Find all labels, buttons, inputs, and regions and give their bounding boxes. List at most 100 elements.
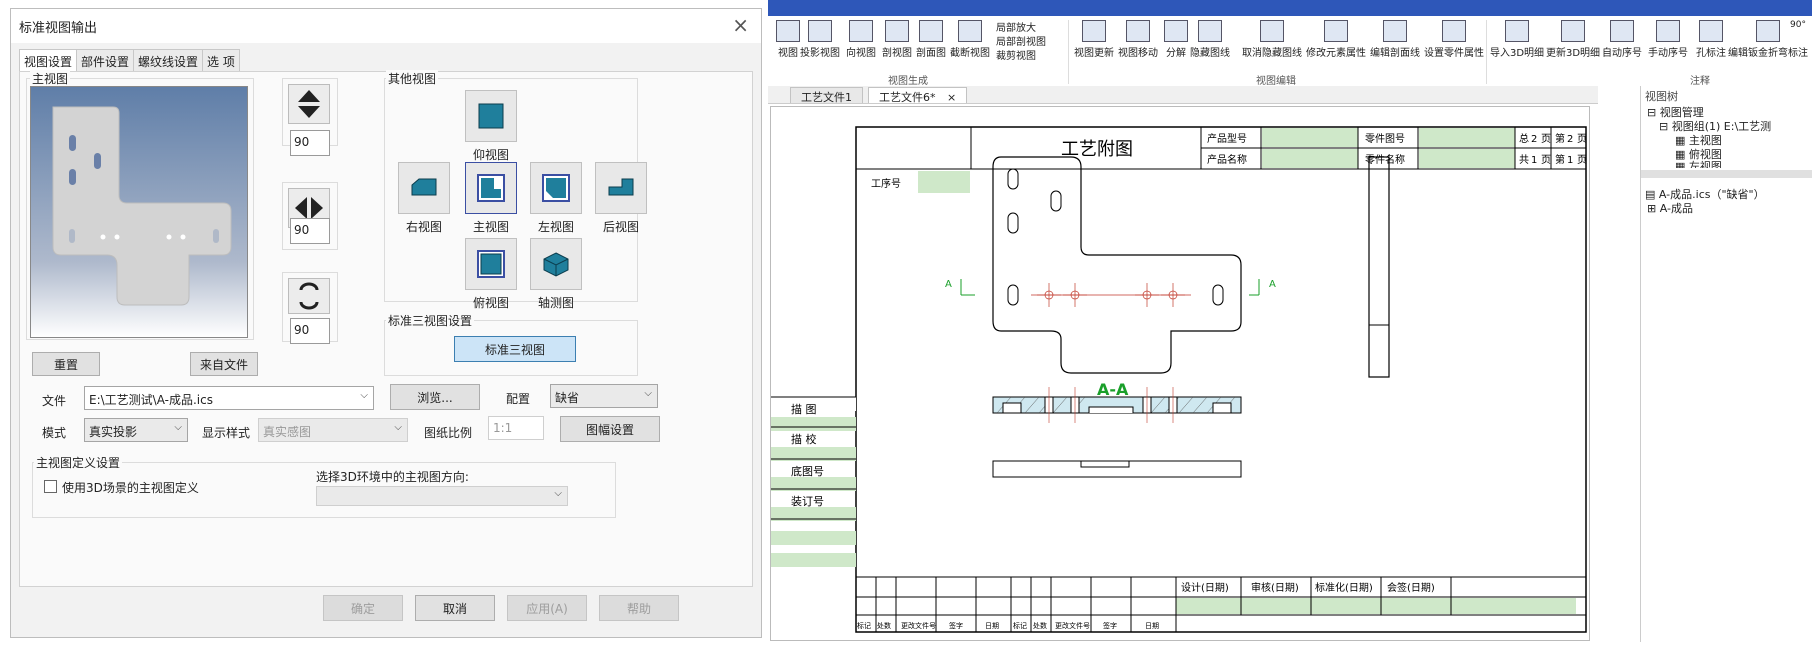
main-view-label: 主视图 [30, 70, 71, 87]
doc-tab-6[interactable]: 工艺文件6* × [868, 87, 968, 104]
apply-button[interactable]: 应用(A) [507, 595, 587, 621]
iso-view-label: 轴测图 [537, 296, 574, 310]
tool-direction-view[interactable]: 向视图 [846, 20, 876, 66]
ribbon-separator [1068, 20, 1069, 84]
tool-modify-attr[interactable]: 修改元素属性 [1306, 20, 1366, 66]
tool-projection-view[interactable]: 投影视图 [800, 20, 840, 66]
gong-label: 共 [1519, 154, 1529, 166]
cancel-button[interactable]: 取消 [415, 595, 495, 621]
sheet-setup-button[interactable]: 图幅设置 [560, 416, 660, 442]
dialog-titlebar: 标准视图输出 × [11, 9, 761, 43]
sign-header-design: 设计(日期) [1181, 581, 1229, 594]
tool-update-3d-bom[interactable]: 更新3D明细 [1546, 20, 1600, 66]
tree-item-front-view[interactable]: ▦ 主视图 [1675, 134, 1722, 147]
tool-local-section[interactable]: 局部剖视图 [996, 37, 1046, 48]
use-3d-checkbox[interactable] [44, 480, 57, 493]
rev-col: 处数 [877, 621, 891, 630]
config-combo[interactable]: 缺省 ⌵ [550, 384, 658, 408]
back-view-button[interactable] [595, 162, 647, 214]
tab-thread-settings[interactable]: 螺纹线设置 [133, 49, 204, 71]
section-aa-label: A-A [1097, 380, 1129, 399]
tree-item-top-view[interactable]: ▦ 俯视图 [1675, 148, 1722, 161]
rev-col: 标记 [1013, 621, 1027, 630]
select-direction-label: 选择3D环境中的主视图方向: [316, 470, 469, 484]
rev-col: 日期 [1145, 622, 1159, 630]
scale-label: 图纸比例 [424, 426, 473, 440]
edit-hatch-icon [1383, 20, 1407, 42]
main-direction-combo[interactable]: ⌵ [316, 486, 568, 506]
std-three-view-button[interactable]: 标准三视图 [454, 336, 576, 362]
tool-unhide-lines[interactable]: 取消隐藏图线 [1242, 20, 1302, 66]
tree-item-view-management[interactable]: ⊟ 视图管理 [1647, 106, 1704, 119]
front-view-button[interactable] [465, 162, 517, 214]
tool-hide-lines[interactable]: 隐藏图线 [1190, 20, 1230, 66]
iso-view-button[interactable] [530, 238, 582, 290]
file-combo[interactable]: E:\工艺测试\A-成品.ics ⌵ [84, 386, 374, 410]
display-style-value: 真实感图 [263, 425, 312, 439]
left-view-button[interactable] [530, 162, 582, 214]
tree-item-left-view[interactable]: ▦ 左视图 [1675, 160, 1722, 168]
tool-explode[interactable]: 分解 [1164, 20, 1188, 66]
cross-section-icon [919, 20, 943, 42]
tree-scrollbar[interactable] [1641, 170, 1812, 178]
bottom-view-button[interactable] [465, 238, 517, 290]
rev-col: 更改文件号 [901, 621, 936, 630]
document-tabs: 工艺文件1 工艺文件6* × [768, 86, 1598, 104]
close-tab-icon[interactable]: × [947, 91, 957, 104]
close-icon[interactable]: × [732, 13, 749, 37]
browse-button[interactable]: 浏览... [390, 384, 480, 410]
section-view-icon [885, 20, 909, 42]
display-style-combo[interactable]: 真实感图 ⌵ [258, 418, 408, 442]
rotate-angle-input[interactable]: 90 [290, 318, 330, 344]
ribbon-separator [1486, 20, 1487, 84]
tool-bend-note[interactable]: 编辑钣金折弯标注 [1728, 20, 1808, 66]
tree-item-view-group[interactable]: ⊟ 视图组(1) E:\工艺测 [1659, 120, 1772, 133]
std-three-view-label: 标准三视图设置 [386, 312, 475, 329]
from-file-button[interactable]: 来自文件 [190, 352, 258, 376]
tool-auto-balloon[interactable]: 自动序号 [1602, 20, 1642, 66]
left-view-label: 左视图 [537, 220, 574, 234]
top-view-label: 仰视图 [472, 148, 509, 162]
tool-hole-callout[interactable]: 孔标注 [1696, 20, 1726, 66]
top-view-button[interactable] [465, 90, 517, 142]
std-three-view-group [384, 320, 638, 376]
group-annotation-label: 注释 [1690, 76, 1710, 87]
tool-edit-hatch[interactable]: 编辑剖面线 [1370, 20, 1420, 66]
import-bom-icon [1505, 20, 1530, 42]
mode-combo[interactable]: 真实投影 ⌵ [84, 418, 188, 442]
horizontal-rotate-group [282, 182, 338, 250]
auto-balloon-icon [1610, 20, 1634, 42]
help-button[interactable]: 帮助 [599, 595, 679, 621]
scale-input[interactable]: 1:1 [488, 416, 544, 440]
tool-crop-view[interactable]: 裁剪视图 [996, 51, 1036, 62]
tool-section-view[interactable]: 剖视图 [882, 20, 912, 66]
config-value: 缺省 [555, 391, 580, 405]
tool-cross-section[interactable]: 剖面图 [916, 20, 946, 66]
tool-view-move[interactable]: 视图移动 [1118, 20, 1158, 66]
use-3d-checkbox-label: 使用3D场景的主视图定义 [62, 481, 199, 495]
tool-detail-zoom[interactable]: 局部放大 [996, 23, 1036, 34]
sign-header-countersign: 会签(日期) [1387, 581, 1435, 594]
tab-options[interactable]: 选 项 [202, 49, 240, 71]
horizontal-angle-input[interactable]: 90 [290, 218, 330, 244]
tree-item-file[interactable]: ▤ A-成品.ics（"缺省"） [1645, 188, 1765, 201]
projection-view-icon [808, 20, 832, 42]
tree-item-product[interactable]: ⊞ A-成品 [1647, 202, 1693, 215]
tool-manual-balloon[interactable]: 手动序号 [1648, 20, 1688, 66]
vertical-angle-input[interactable]: 90 [290, 130, 330, 156]
chevron-down-icon: ⌵ [360, 390, 368, 401]
up-down-arrows-icon[interactable] [288, 84, 330, 124]
tab-view-settings[interactable]: 视图设置 [19, 49, 78, 71]
ok-button[interactable]: 确定 [323, 595, 403, 621]
rotate-icon[interactable] [288, 278, 330, 314]
tool-view[interactable]: 视图 [776, 20, 800, 66]
tab-part-settings[interactable]: 部件设置 [76, 49, 135, 71]
other-views-label: 其他视图 [386, 70, 439, 87]
reset-button[interactable]: 重置 [32, 352, 100, 376]
tool-view-update[interactable]: 视图更新 [1074, 20, 1114, 66]
tool-part-attr[interactable]: 设置零件属性 [1424, 20, 1484, 66]
tool-import-3d-bom[interactable]: 导入3D明细 [1490, 20, 1544, 66]
doc-tab-1[interactable]: 工艺文件1 [790, 87, 863, 104]
right-view-button[interactable] [398, 162, 450, 214]
tool-break-view[interactable]: 截断视图 [950, 20, 990, 66]
